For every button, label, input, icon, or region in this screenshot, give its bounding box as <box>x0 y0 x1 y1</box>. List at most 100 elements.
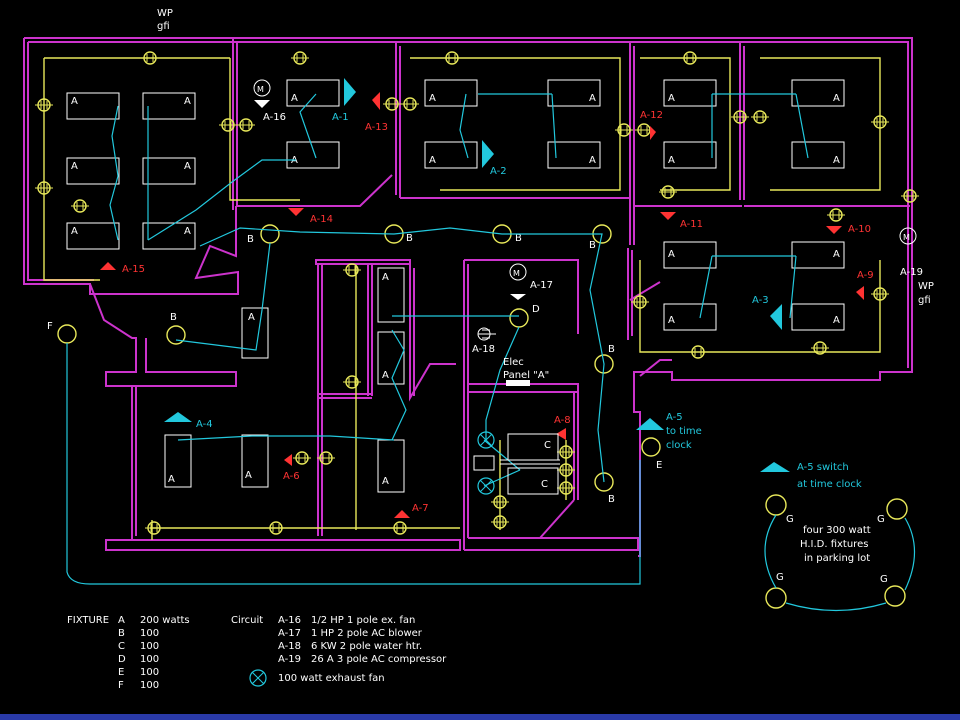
duplex-receptacle-mark <box>615 126 633 134</box>
panel-label-line2: Panel "A" <box>503 370 549 381</box>
exhaust-fan-icon <box>477 431 495 449</box>
circuit-label: A-13 <box>365 122 388 133</box>
parking-switch-line1: A-5 switch <box>797 462 849 473</box>
fixture-letter: A <box>589 93 596 104</box>
fixture-letter: A <box>668 249 675 260</box>
fixture-letter: A <box>248 312 255 323</box>
building-walls <box>23 37 913 557</box>
fixture-letter: B <box>589 240 596 251</box>
fixture-a <box>424 79 478 107</box>
legend-fixture-value: 100 <box>140 680 159 691</box>
legend-circuit-id: A-18 <box>278 641 301 652</box>
fixture-a <box>791 79 845 107</box>
fixture-letter: E <box>656 460 662 471</box>
duplex-receptacle-mark <box>237 121 255 129</box>
legend-circuit-desc: 26 A 3 pole AC compressor <box>311 654 447 665</box>
fixture-letter: A <box>429 93 436 104</box>
circuit-label: A-8 <box>554 415 571 426</box>
motor-arrow <box>510 294 526 300</box>
home-run-arrow <box>284 454 292 466</box>
fixture-letter: B <box>608 494 615 505</box>
fixture-letter: A <box>382 272 389 283</box>
circuit-label: A-12 <box>640 110 663 121</box>
motor-symbols: M M M <box>253 79 917 281</box>
right-gfi-label: gfi <box>918 295 931 306</box>
fixture-b <box>260 224 280 244</box>
duplex-receptacle-mark <box>383 100 401 108</box>
parking-note-line2: H.I.D. fixtures <box>800 539 868 550</box>
duplex-receptacle-mark <box>901 192 919 200</box>
switch-arrow-cyan <box>344 78 356 106</box>
duplex-receptacle-mark <box>751 113 769 121</box>
circuit-label: A-6 <box>283 471 300 482</box>
fixture-letter: A <box>833 155 840 166</box>
fixture-letter: A <box>833 93 840 104</box>
motor-icon-letter: M <box>513 269 520 278</box>
legend-fixture-letter: F <box>118 680 124 691</box>
circuit-label: A-14 <box>310 214 333 225</box>
electrical-panel <box>506 380 530 386</box>
home-run-arrow <box>650 126 656 140</box>
fixture-a <box>142 92 196 120</box>
receptacle-wiring <box>43 57 881 540</box>
fixture-a <box>164 434 192 488</box>
time-clock-line1: to time <box>666 426 702 437</box>
fixture-letter: C <box>541 479 548 490</box>
switch-arrow-cyan <box>164 412 192 422</box>
fixture-b <box>594 354 614 374</box>
fixture-letter: A <box>71 161 78 172</box>
fixture-letter: A <box>589 155 596 166</box>
parking-lot-note: A-5 switch at time clock four 300 watt H… <box>797 462 871 564</box>
round-fixture-letters: B B B B B B B D E F G G G G C C <box>47 233 888 585</box>
motor-icon <box>509 263 527 281</box>
fixture-a <box>377 331 405 385</box>
fixture-a <box>142 222 196 250</box>
fixture-letter: C <box>544 440 551 451</box>
legend-fixture-value: 100 <box>140 641 159 652</box>
fixture-a <box>663 79 717 107</box>
duplex-receptacle-mark <box>293 454 311 462</box>
switch-arrow-cyan <box>636 418 664 430</box>
fixture-a <box>377 267 405 323</box>
fixture-a <box>286 141 340 169</box>
fixture-letter: B <box>608 344 615 355</box>
home-run-arrow <box>372 92 380 110</box>
legend-fan-note: 100 watt exhaust fan <box>278 673 385 684</box>
top-wp-label: WP <box>157 8 173 19</box>
fixture-d <box>509 308 529 328</box>
fixture-a <box>547 141 601 169</box>
type-a-fixtures <box>66 79 845 493</box>
legend-fixture-value: 100 <box>140 628 159 639</box>
fixture-letter: A <box>429 155 436 166</box>
fixture-letter: B <box>170 312 177 323</box>
legend-circuit-desc: 1 HP 2 pole AC blower <box>311 628 423 639</box>
fixture-letter: A <box>168 474 175 485</box>
fixture-letter: A <box>833 249 840 260</box>
duplex-receptacle-mark <box>71 202 89 210</box>
home-run-arrow <box>856 286 864 300</box>
bottom-bar <box>0 714 960 720</box>
motor-icon-letter: M <box>903 233 910 242</box>
circuit-label: A-18 <box>472 344 495 355</box>
motor-arrow <box>254 100 270 108</box>
fixture-letter: G <box>877 514 885 525</box>
fixture-letter: A <box>71 96 78 107</box>
motor-icon <box>899 227 917 245</box>
circuit-labels: WP gfi A-1 A-2 A-3 A-4 A-5 to time clock… <box>122 8 934 514</box>
fixture-letter: B <box>247 234 254 245</box>
duplex-receptacle-mark <box>659 188 677 196</box>
legend-circuit-id: A-17 <box>278 628 301 639</box>
duplex-receptacle-mark <box>291 54 309 62</box>
home-run-arrow <box>100 262 116 270</box>
top-gfi-label: gfi <box>157 21 170 32</box>
legend-circuit-id: A-19 <box>278 654 301 665</box>
right-a19-label: A-19 <box>900 267 923 278</box>
circuit-label: A-1 <box>332 112 349 123</box>
legend-fixture-letter: B <box>118 628 125 639</box>
fixture-a <box>791 241 845 269</box>
water-heater-symbol <box>477 327 496 341</box>
parking-switch-line2: at time clock <box>797 479 862 490</box>
circuit-label: A-15 <box>122 264 145 275</box>
fixture-a <box>286 79 340 107</box>
fixture-letter: A <box>291 93 298 104</box>
